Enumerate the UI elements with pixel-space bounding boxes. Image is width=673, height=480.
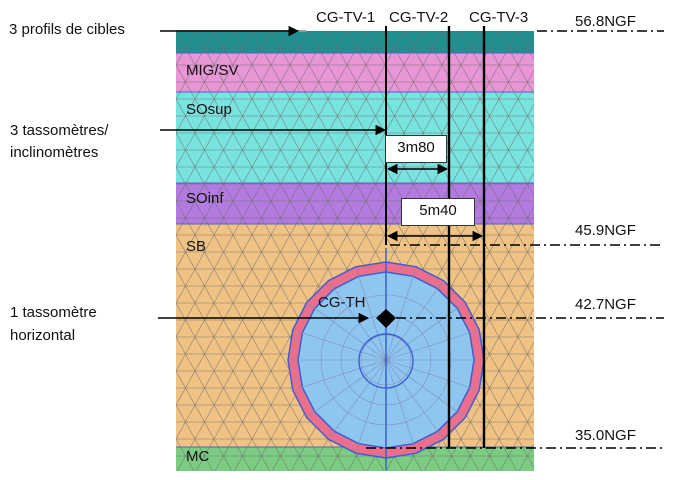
- horizontal-gauge-diamond-icon: [376, 309, 396, 328]
- layer-label-migsv: MIG/SV: [186, 62, 239, 79]
- layer-label-sb: SB: [186, 238, 207, 255]
- target-label-tv3: CG-TV-3: [469, 9, 529, 26]
- distance-box-5m40: 5m40: [401, 198, 475, 226]
- instrument-lines: [158, 25, 664, 449]
- note-horizontal-line1: 1 tassomètre: [10, 304, 97, 321]
- layer-label-sosup: SOsup: [186, 101, 232, 118]
- level-label-35-0: 35.0NGF: [575, 427, 636, 444]
- layer-label-mc: MC: [186, 448, 210, 465]
- soil-layer-band: [176, 53, 534, 92]
- note-inclinometers-line2: inclinomètres: [10, 144, 99, 161]
- note-horizontal-line2: horizontal: [10, 327, 76, 344]
- note-inclinometers-line1: 3 tassomètres/: [10, 122, 109, 139]
- level-label-45-9: 45.9NGF: [575, 222, 636, 239]
- target-label-tv2: CG-TV-2: [389, 9, 449, 26]
- soil-layer-band: [176, 31, 534, 53]
- tunnel: [287, 248, 485, 470]
- horizontal-gauge-label: CG-TH: [318, 294, 366, 311]
- distance-box-3m80: 3m80: [385, 135, 447, 163]
- level-label-42-7: 42.7NGF: [575, 296, 636, 313]
- note-target-profiles: 3 profils de cibles: [9, 21, 125, 38]
- target-label-tv1: CG-TV-1: [316, 9, 376, 26]
- layer-label-soinf: SOinf: [186, 190, 224, 207]
- level-label-56-8: 56.8NGF: [575, 13, 636, 30]
